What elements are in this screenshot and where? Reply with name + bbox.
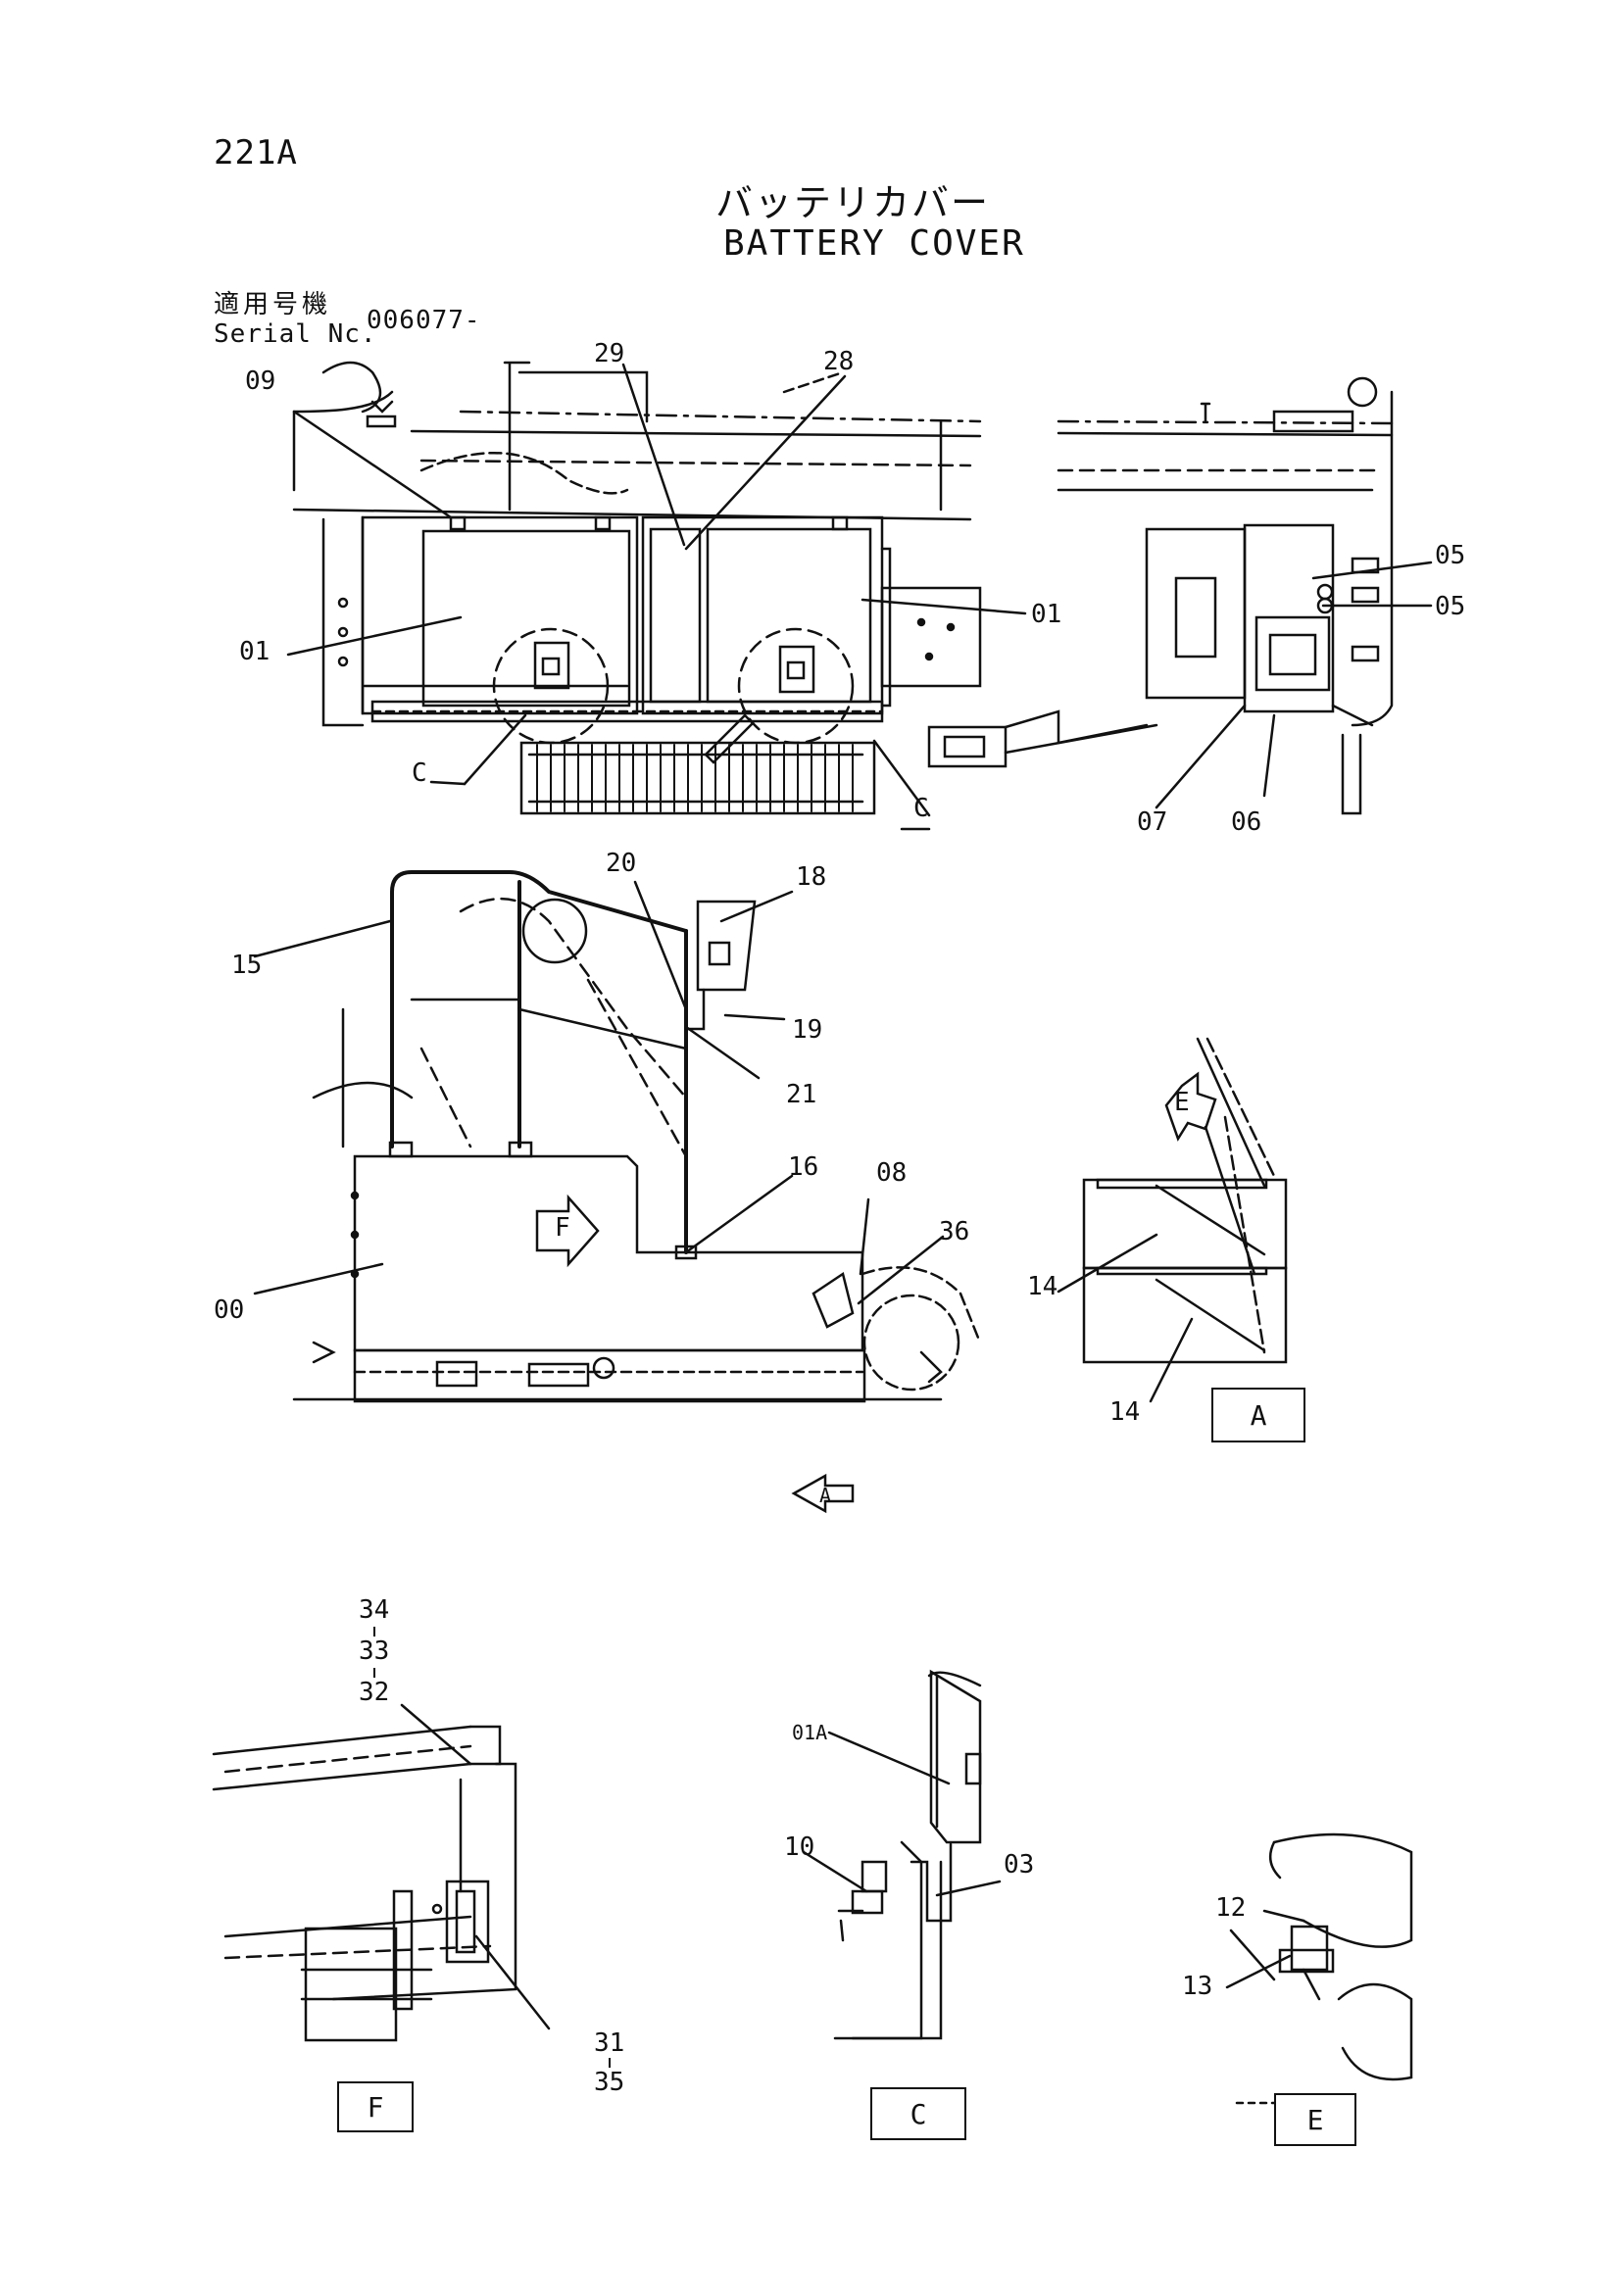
serial-label-english: Serial Nc. bbox=[214, 319, 377, 349]
view-arrows bbox=[535, 1071, 1217, 1514]
callout-05-lower: 05 bbox=[1435, 592, 1466, 621]
callout-19: 19 bbox=[792, 1015, 823, 1045]
callout-36: 36 bbox=[939, 1217, 970, 1246]
callout-00: 00 bbox=[214, 1295, 245, 1325]
serial-label-japanese: 適用号機 bbox=[214, 290, 332, 319]
view-label-c: C bbox=[870, 2087, 966, 2140]
callout-c-left: C bbox=[412, 758, 427, 788]
title-japanese: バッテリカバー bbox=[715, 181, 991, 224]
view-label-e: E bbox=[1274, 2093, 1356, 2146]
top-right-view bbox=[927, 376, 1433, 815]
callout-06: 06 bbox=[1231, 807, 1262, 837]
view-c-drawing bbox=[802, 1669, 1002, 2040]
callout-14-lower: 14 bbox=[1109, 1397, 1141, 1427]
callout-33: 33 bbox=[359, 1637, 390, 1666]
view-e-drawing bbox=[1225, 1832, 1413, 2105]
view-a-drawing bbox=[1057, 1037, 1288, 1403]
callout-01-left: 01 bbox=[239, 637, 270, 666]
callout-09: 09 bbox=[245, 366, 276, 396]
callout-29: 29 bbox=[594, 339, 625, 368]
view-label-f: F bbox=[337, 2081, 414, 2132]
callout-14-upper: 14 bbox=[1027, 1272, 1058, 1301]
arrow-label-a: A bbox=[819, 1484, 832, 1507]
callout-20: 20 bbox=[606, 849, 637, 878]
callout-21: 21 bbox=[786, 1080, 817, 1109]
callout-12: 12 bbox=[1215, 1893, 1247, 1923]
view-f-drawing bbox=[212, 1703, 551, 2042]
callout-16: 16 bbox=[788, 1152, 819, 1182]
callout-34: 34 bbox=[359, 1595, 390, 1625]
top-left-view bbox=[286, 361, 1027, 831]
middle-side-view bbox=[253, 870, 982, 1403]
arrow-label-e: E bbox=[1174, 1088, 1190, 1117]
callout-07: 07 bbox=[1137, 807, 1168, 837]
callout-31: 31 bbox=[594, 2028, 625, 2058]
callout-35: 35 bbox=[594, 2068, 625, 2097]
callout-01-right: 01 bbox=[1031, 600, 1062, 629]
title-english: BATTERY COVER bbox=[723, 223, 1025, 264]
callout-32: 32 bbox=[359, 1678, 390, 1707]
page-number: 221A bbox=[214, 133, 298, 172]
callout-28: 28 bbox=[823, 347, 855, 376]
callout-c-right: C bbox=[913, 794, 929, 823]
arrow-label-f: F bbox=[555, 1213, 570, 1243]
serial-value: 006077- bbox=[367, 306, 481, 335]
callout-18: 18 bbox=[796, 862, 827, 892]
callout-13: 13 bbox=[1182, 1972, 1213, 2001]
callout-01a: 01A bbox=[792, 1721, 828, 1744]
callout-03: 03 bbox=[1004, 1850, 1035, 1880]
callout-08: 08 bbox=[876, 1158, 908, 1188]
callout-10: 10 bbox=[784, 1832, 815, 1862]
callout-15: 15 bbox=[231, 951, 263, 980]
callout-05-upper: 05 bbox=[1435, 541, 1466, 570]
view-label-a: A bbox=[1211, 1388, 1305, 1442]
